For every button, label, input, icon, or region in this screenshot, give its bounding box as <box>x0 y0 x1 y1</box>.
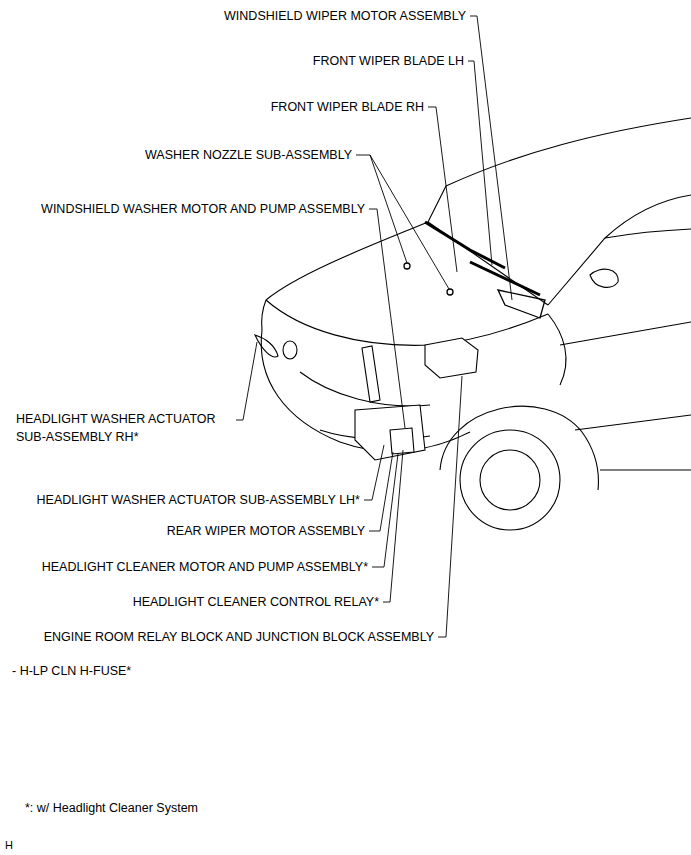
part-label: HEADLIGHT CLEANER CONTROL RELAY* <box>133 593 379 611</box>
wiper-parts <box>404 222 545 318</box>
figure-id: H <box>5 836 13 854</box>
part-label: HEADLIGHT WASHER ACTUATOR SUB-ASSEMBLY L… <box>37 491 360 509</box>
washer-tank <box>355 346 425 460</box>
relay-block <box>425 338 478 378</box>
part-label: WINDSHIELD WASHER MOTOR AND PUMP ASSEMBL… <box>41 200 365 218</box>
part-label: REAR WIPER MOTOR ASSEMBLY <box>167 522 365 540</box>
part-label: WINDSHIELD WIPER MOTOR ASSEMBLY <box>224 7 466 25</box>
part-label: WASHER NOZZLE SUB-ASSEMBLY <box>145 146 352 164</box>
part-label: HEADLIGHT CLEANER MOTOR AND PUMP ASSEMBL… <box>42 558 368 576</box>
part-label: FRONT WIPER BLADE LH <box>313 52 464 70</box>
part-label: FRONT WIPER BLADE RH <box>271 98 424 116</box>
footnote: *: w/ Headlight Cleaner System <box>25 799 198 817</box>
part-label: HEADLIGHT WASHER ACTUATOR SUB-ASSEMBLY R… <box>16 410 234 446</box>
car-body <box>255 118 691 530</box>
part-label: - H-LP CLN H-FUSE* <box>12 662 131 680</box>
part-label: ENGINE ROOM RELAY BLOCK AND JUNCTION BLO… <box>44 628 434 646</box>
leader-lines <box>236 16 512 637</box>
